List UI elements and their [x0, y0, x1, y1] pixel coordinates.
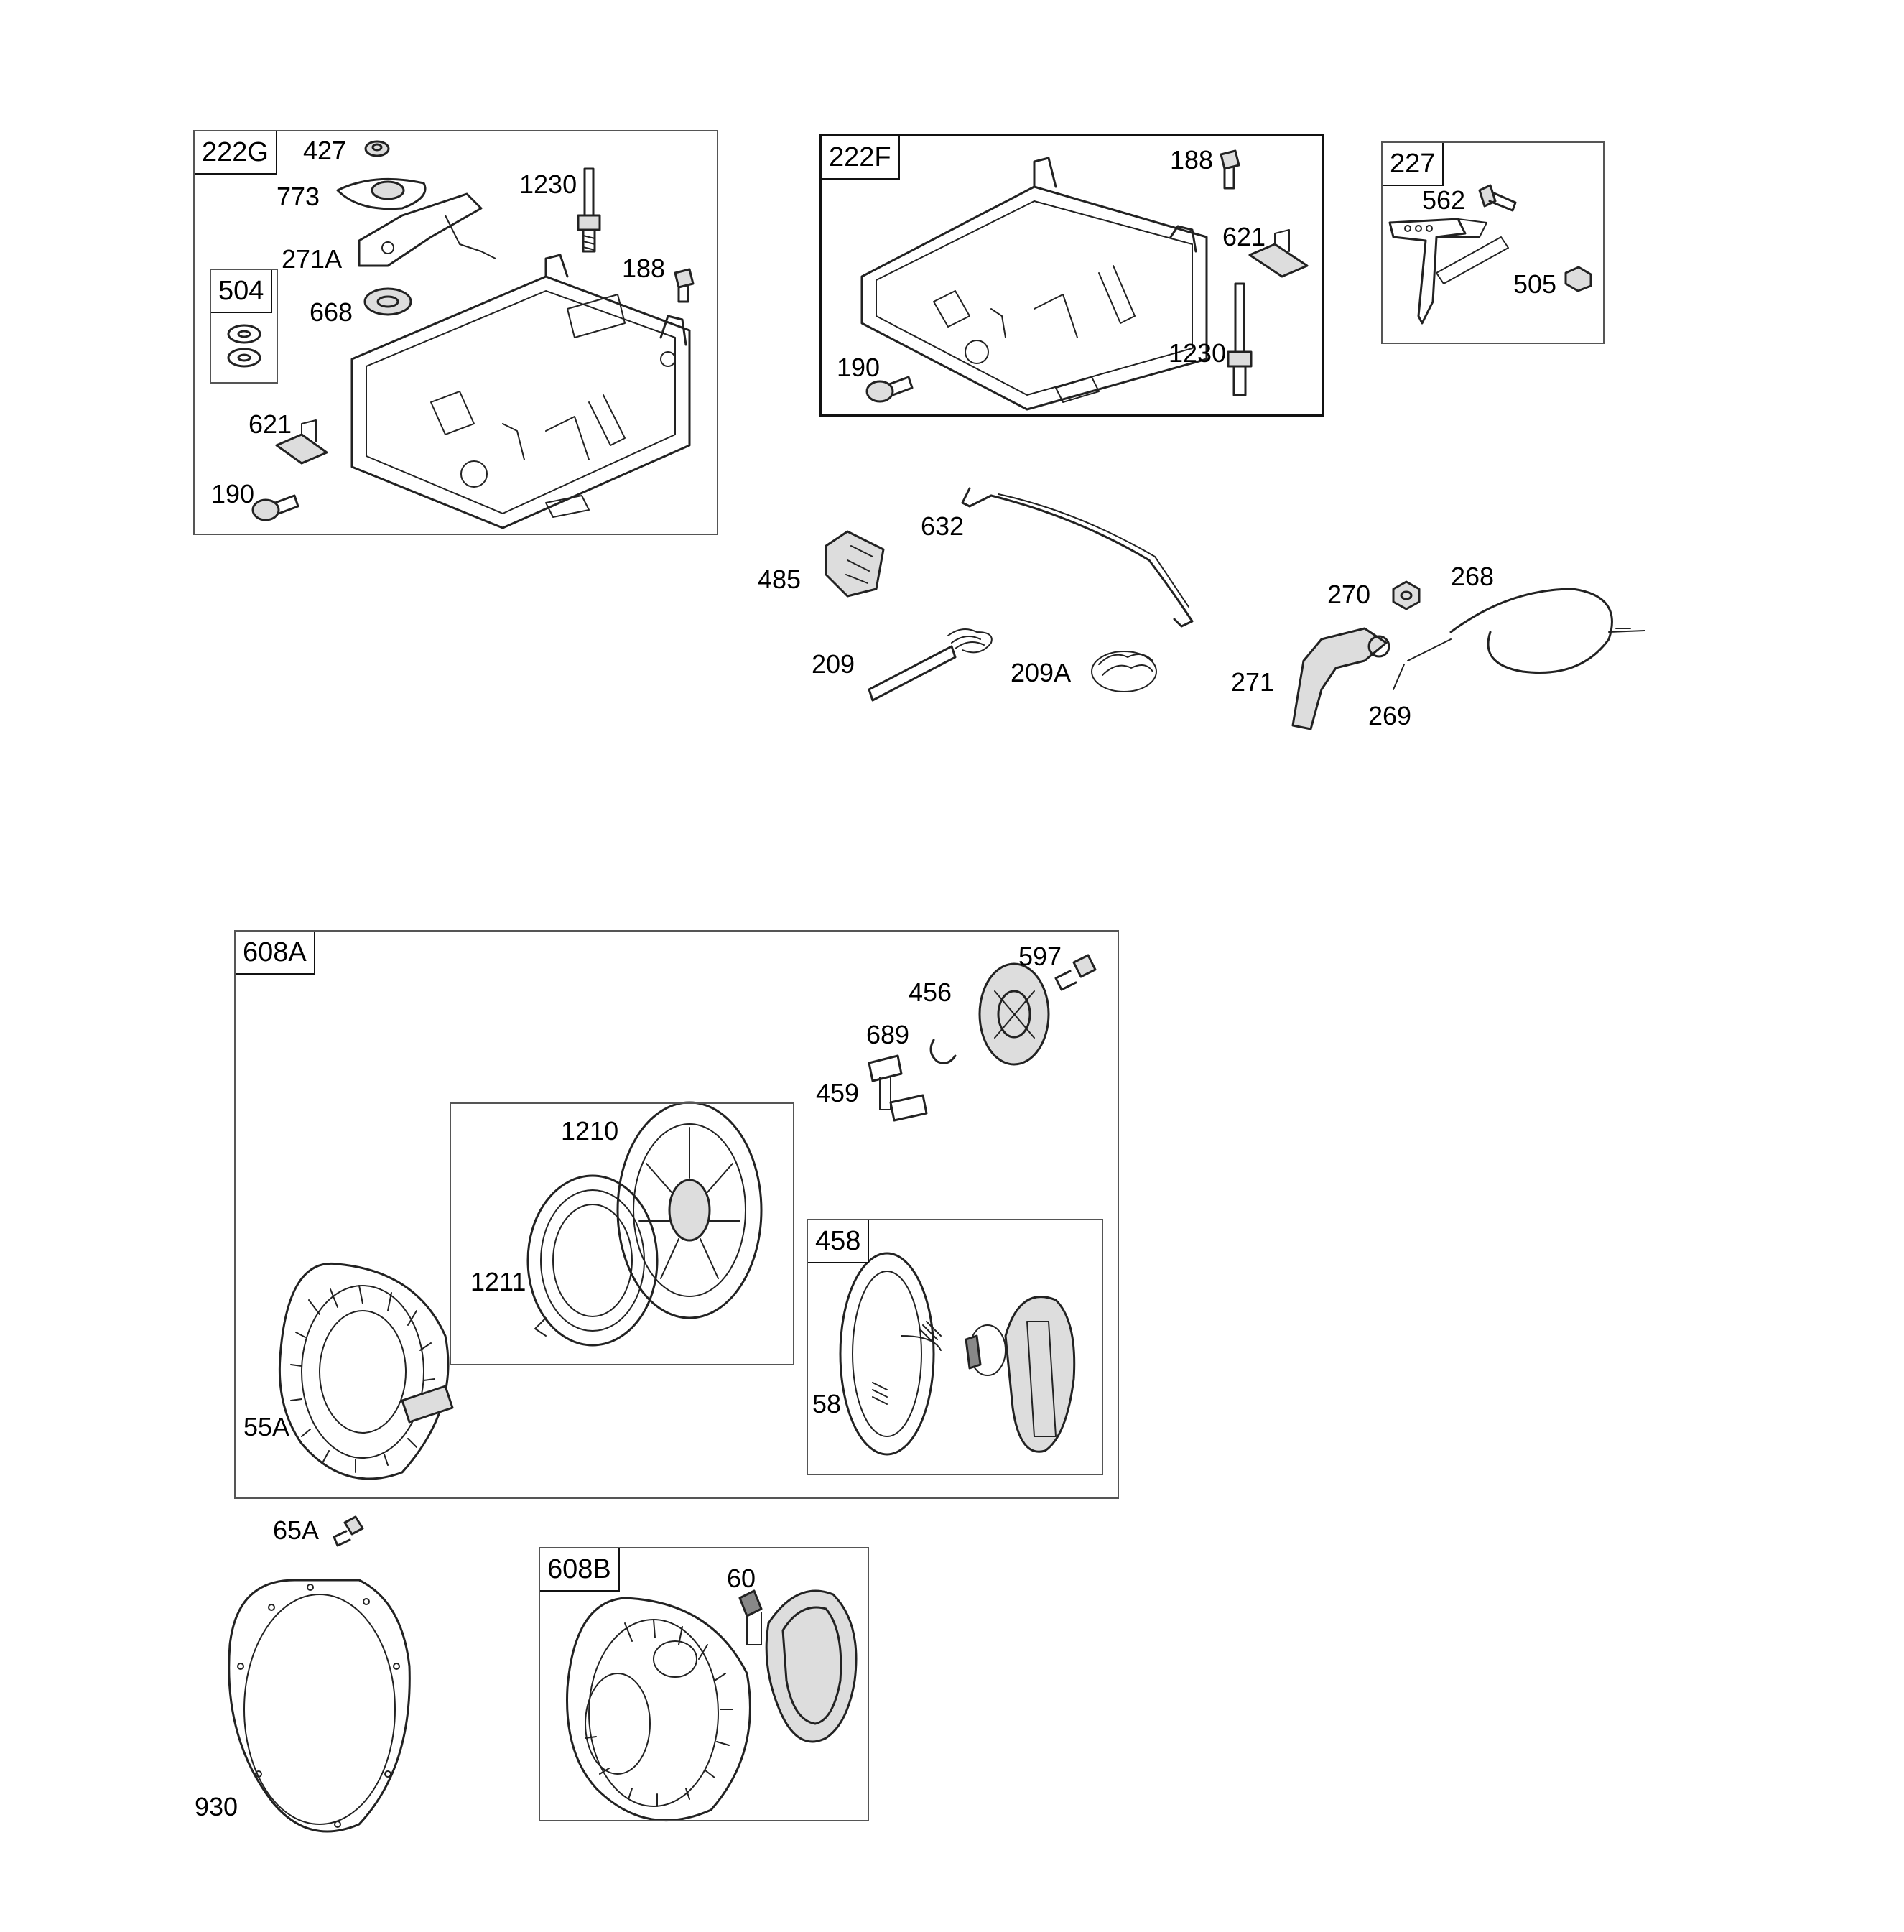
- part-label-427: 427: [303, 136, 347, 165]
- bolt-188-right-drawing: [1220, 149, 1240, 190]
- group-frame-608A: 608A: [234, 930, 1119, 1499]
- part-label-485: 485: [758, 565, 802, 594]
- part-label-505: 505: [1513, 269, 1557, 299]
- pulley-1210-drawing: [616, 1101, 763, 1319]
- part-label-271A: 271A: [282, 244, 343, 274]
- screw-562-drawing: [1478, 184, 1517, 212]
- part-label-459: 459: [816, 1078, 860, 1107]
- stud-1230-left-drawing: [577, 167, 601, 253]
- group-frame-222G: 222G: [193, 130, 718, 535]
- part-label-1210: 1210: [561, 1116, 619, 1146]
- plate-773-drawing: [336, 177, 427, 210]
- cup-456-drawing: [978, 962, 1050, 1066]
- group-tag-227: 227: [1383, 143, 1444, 186]
- starter-60-drawing: [738, 1589, 858, 1743]
- seal-668-drawing: [363, 287, 412, 316]
- rod-269-drawing: [1393, 638, 1452, 690]
- part-label-621-right: 621: [1222, 222, 1266, 251]
- spring-632-drawing: [961, 487, 1194, 628]
- group-tag-222F: 222F: [822, 136, 900, 180]
- starter-458-drawing: [839, 1252, 1076, 1456]
- part-label-689: 689: [866, 1020, 910, 1049]
- part-label-60: 60: [727, 1564, 756, 1593]
- bolt-190-left-drawing: [251, 494, 299, 521]
- part-label-209A: 209A: [1011, 658, 1072, 687]
- part-label-271: 271: [1231, 667, 1275, 697]
- part-label-188-right: 188: [1170, 145, 1214, 175]
- bolt-65A-drawing: [333, 1515, 364, 1547]
- group-tag-608A: 608A: [236, 932, 315, 975]
- cable-268-drawing: [1449, 588, 1645, 674]
- group-tag-608B: 608B: [540, 1548, 620, 1592]
- part-label-562: 562: [1422, 185, 1466, 215]
- bolt-190-right-drawing: [865, 376, 914, 403]
- part-label-632: 632: [921, 511, 965, 541]
- part-label-58: 58: [812, 1389, 842, 1418]
- group-tag-504: 504: [211, 270, 273, 313]
- part-label-668: 668: [310, 297, 353, 327]
- lever-227-drawing: [1388, 218, 1509, 325]
- pawl-459-drawing: [868, 1054, 928, 1122]
- base-plate-222G-drawing: [350, 254, 691, 529]
- lever-271-drawing: [1291, 627, 1390, 730]
- clip-621-left-drawing: [275, 419, 328, 465]
- screen-930-drawing: [228, 1579, 411, 1833]
- part-label-65A: 65A: [273, 1515, 320, 1545]
- spring-1211-drawing: [526, 1174, 659, 1347]
- group-tag-458: 458: [808, 1220, 870, 1263]
- part-label-209: 209: [812, 649, 855, 679]
- part-label-188-left: 188: [622, 254, 666, 283]
- spring-209-drawing: [868, 628, 993, 702]
- clip-621-right-drawing: [1248, 229, 1309, 278]
- part-label-190-left: 190: [211, 479, 255, 508]
- housing-608B-drawing: [566, 1597, 751, 1822]
- nut-505-drawing: [1564, 266, 1592, 292]
- part-label-270: 270: [1327, 580, 1371, 609]
- part-label-597: 597: [1018, 942, 1062, 971]
- washers-504-drawing: [227, 324, 261, 368]
- base-plate-222F-drawing: [860, 157, 1208, 411]
- group-frame-458: 458: [807, 1219, 1103, 1475]
- part-label-1211: 1211: [470, 1267, 526, 1296]
- part-label-930: 930: [195, 1792, 238, 1821]
- ring-689-drawing: [929, 1039, 957, 1064]
- part-label-190-right: 190: [837, 353, 881, 382]
- part-label-773: 773: [277, 182, 320, 211]
- spring-209A-drawing: [1091, 651, 1157, 692]
- nut-427-drawing: [364, 140, 390, 157]
- group-frame-222F: 222F: [819, 134, 1324, 417]
- group-tag-222G: 222G: [195, 131, 277, 175]
- group-frame-608B: 608B: [539, 1547, 869, 1821]
- stud-1230-right-drawing: [1227, 282, 1253, 396]
- bolt-188-left-drawing: [674, 268, 695, 303]
- nut-270-drawing: [1392, 580, 1421, 610]
- part-label-621-left: 621: [249, 409, 292, 439]
- part-label-268: 268: [1451, 562, 1495, 591]
- housing-55A-drawing: [278, 1262, 454, 1480]
- group-frame-227: 227: [1381, 141, 1605, 344]
- part-label-1230-left: 1230: [519, 169, 577, 199]
- part-label-1230-right: 1230: [1169, 338, 1227, 368]
- bracket-271A-drawing: [358, 192, 496, 267]
- knob-485-drawing: [825, 530, 885, 598]
- group-frame-504: 504: [210, 269, 278, 384]
- subgroup-frame-pulley: [450, 1102, 794, 1365]
- bolt-597-drawing: [1054, 954, 1097, 991]
- part-label-456: 456: [909, 977, 952, 1007]
- part-label-269: 269: [1368, 701, 1412, 730]
- part-label-55A: 55A: [243, 1412, 290, 1441]
